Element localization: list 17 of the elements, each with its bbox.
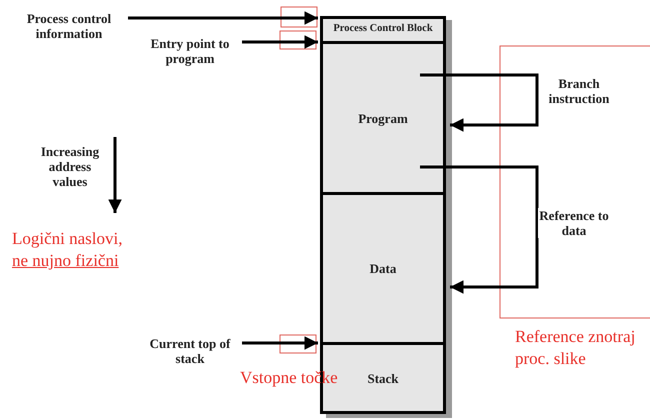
axis-note: Increasing address values xyxy=(40,144,100,189)
segment-label: Program xyxy=(358,110,408,126)
edge-label: Reference to data xyxy=(538,208,610,238)
pointer-label: Entry point to program xyxy=(142,34,238,68)
header-text: Process Control Block xyxy=(333,22,433,36)
annotation: Reference znotraj proc. slike xyxy=(515,326,636,370)
segment-label: Stack xyxy=(367,370,399,386)
arrow xyxy=(420,74,538,132)
annotation: Logični naslovi, xyxy=(12,229,124,249)
arrow xyxy=(420,166,538,294)
pointer-label: Current top of stack xyxy=(142,334,238,368)
pointer-label: Process control information xyxy=(14,9,124,43)
annotation: ne nujno fizični xyxy=(12,251,119,271)
segment-label: Data xyxy=(370,261,396,276)
arrow xyxy=(242,336,318,350)
arrow xyxy=(128,11,318,25)
arrow xyxy=(242,35,318,49)
